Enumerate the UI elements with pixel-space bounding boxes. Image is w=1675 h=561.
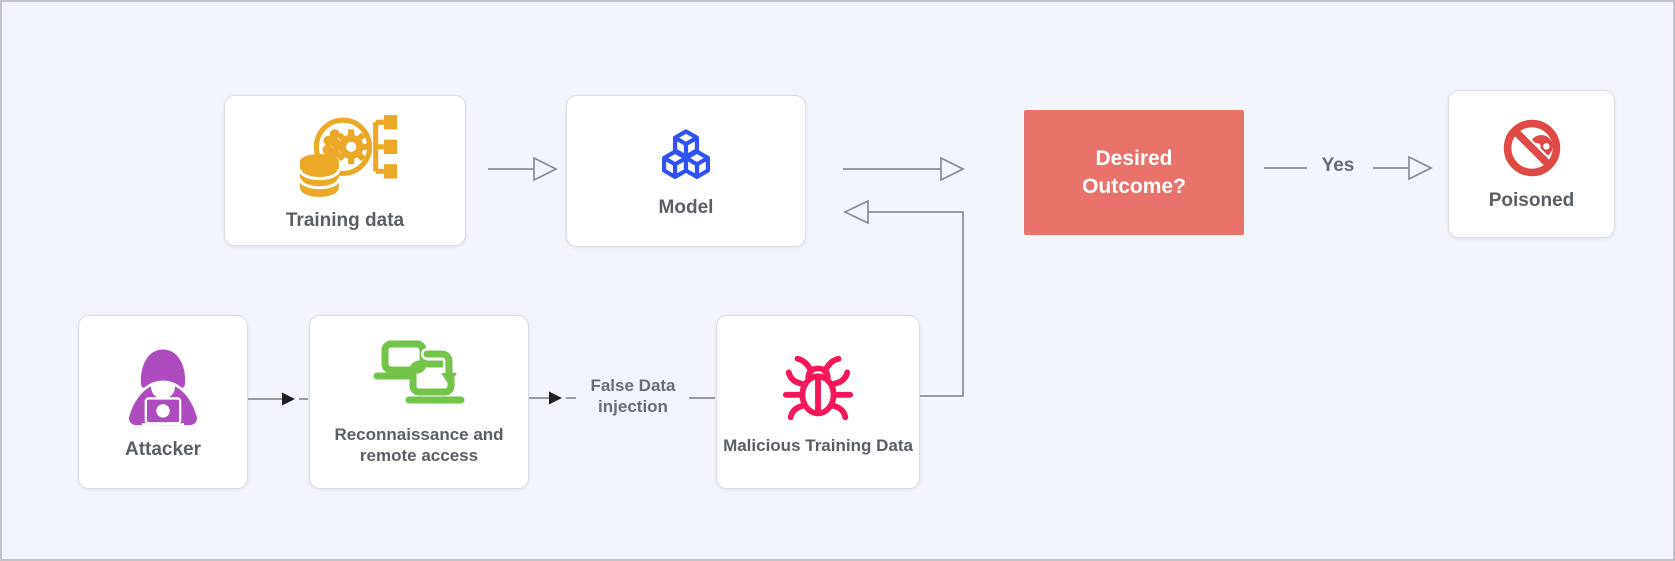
node-desired-outcome: Desired Outcome?	[1024, 110, 1244, 235]
node-label: Training data	[285, 209, 405, 231]
node-label: Reconnaissance and remote access	[334, 425, 504, 465]
devices-remote-access-icon	[373, 340, 465, 404]
node-label: Poisoned	[1488, 190, 1575, 211]
edge-label-false-data-injection: False Data injection	[590, 376, 676, 416]
ml-training-data-icon	[298, 114, 398, 197]
no-skull-icon	[1503, 119, 1560, 177]
cubes-icon	[662, 129, 710, 179]
node-model: Model	[566, 95, 806, 247]
node-label: Model	[658, 197, 714, 218]
node-label: Desired Outcome?	[1082, 146, 1186, 198]
node-training-data: Training data	[224, 95, 466, 246]
bug-icon	[782, 355, 854, 420]
node-malicious-training-data: Malicious Training Data	[716, 315, 920, 489]
edge-label-yes: Yes	[1321, 155, 1355, 176]
node-label: Malicious Training Data	[723, 435, 913, 455]
node-reconnaissance: Reconnaissance and remote access	[309, 315, 529, 489]
node-poisoned: Poisoned	[1448, 90, 1615, 238]
node-label: Attacker	[124, 439, 202, 460]
hacker-icon	[129, 347, 197, 426]
node-attacker: Attacker	[78, 315, 248, 489]
